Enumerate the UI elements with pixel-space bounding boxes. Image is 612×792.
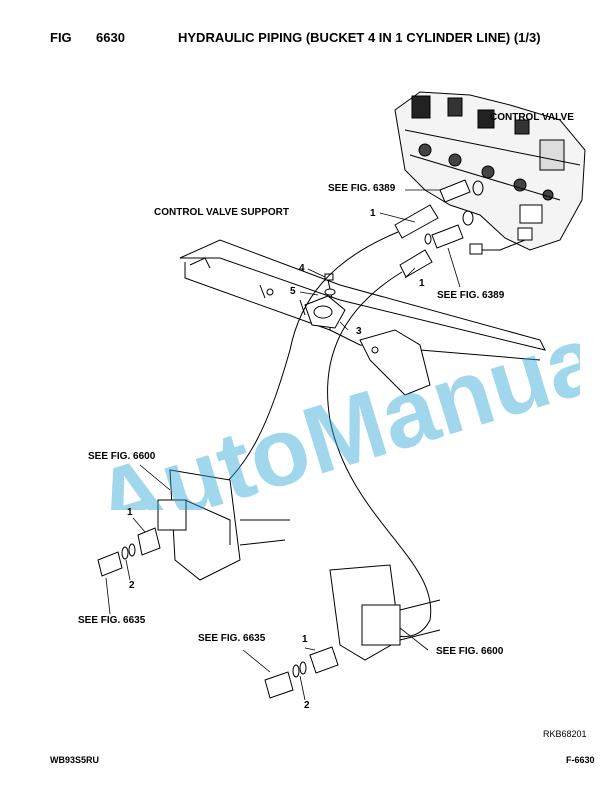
see-fig-6389-top[interactable]: SEE FIG. 6389 <box>328 183 396 194</box>
control-valve-illustration <box>394 91 586 255</box>
page-title: HYDRAULIC PIPING (BUCKET 4 IN 1 CYLINDER… <box>178 30 541 45</box>
see-fig-6635-left[interactable]: SEE FIG. 6635 <box>78 615 146 626</box>
page-number: F-6630 <box>566 755 595 765</box>
item-number-oring-left: 2 <box>129 580 135 591</box>
hose-line-lower <box>327 271 432 638</box>
item-number-washer: 5 <box>290 286 296 297</box>
hose-fittings-top <box>394 204 439 278</box>
drawing-reference: RKB68201 <box>543 729 587 739</box>
control-valve-label: CONTROL VALVE <box>490 112 574 123</box>
see-fig-6635-bottom[interactable]: SEE FIG. 6635 <box>198 633 266 644</box>
see-fig-6600-left[interactable]: SEE FIG. 6600 <box>88 451 156 462</box>
item-number-hose-left: 1 <box>127 507 133 518</box>
fig-number: 6630 <box>96 30 125 45</box>
fig-label: FIG <box>50 30 72 45</box>
control-valve-support-frame <box>179 239 546 396</box>
item-number-oring-bottom: 2 <box>304 700 310 711</box>
see-fig-6389-right[interactable]: SEE FIG. 6389 <box>437 290 505 301</box>
leader-lines <box>105 189 461 701</box>
left-bracket-assembly <box>97 469 290 581</box>
item-number-hose-top: 1 <box>370 208 376 219</box>
model-code: WB93S5RU <box>50 755 100 765</box>
svg-text:AutoManual: AutoManual <box>82 296 580 510</box>
item-number-clamp: 3 <box>356 326 362 337</box>
valve-fittings <box>424 179 471 249</box>
item-number-hose-mid: 1 <box>419 278 425 289</box>
item-number-hose-bottom: 1 <box>302 634 308 645</box>
clamp-assembly <box>304 273 346 329</box>
watermark-text: AutoManual <box>82 296 580 510</box>
right-bracket-assembly <box>264 564 441 699</box>
item-number-bolt: 4 <box>299 263 305 274</box>
control-valve-support-label: CONTROL VALVE SUPPORT <box>154 207 290 218</box>
see-fig-6600-right[interactable]: SEE FIG. 6600 <box>436 646 504 657</box>
hose-line-upper <box>204 231 399 501</box>
